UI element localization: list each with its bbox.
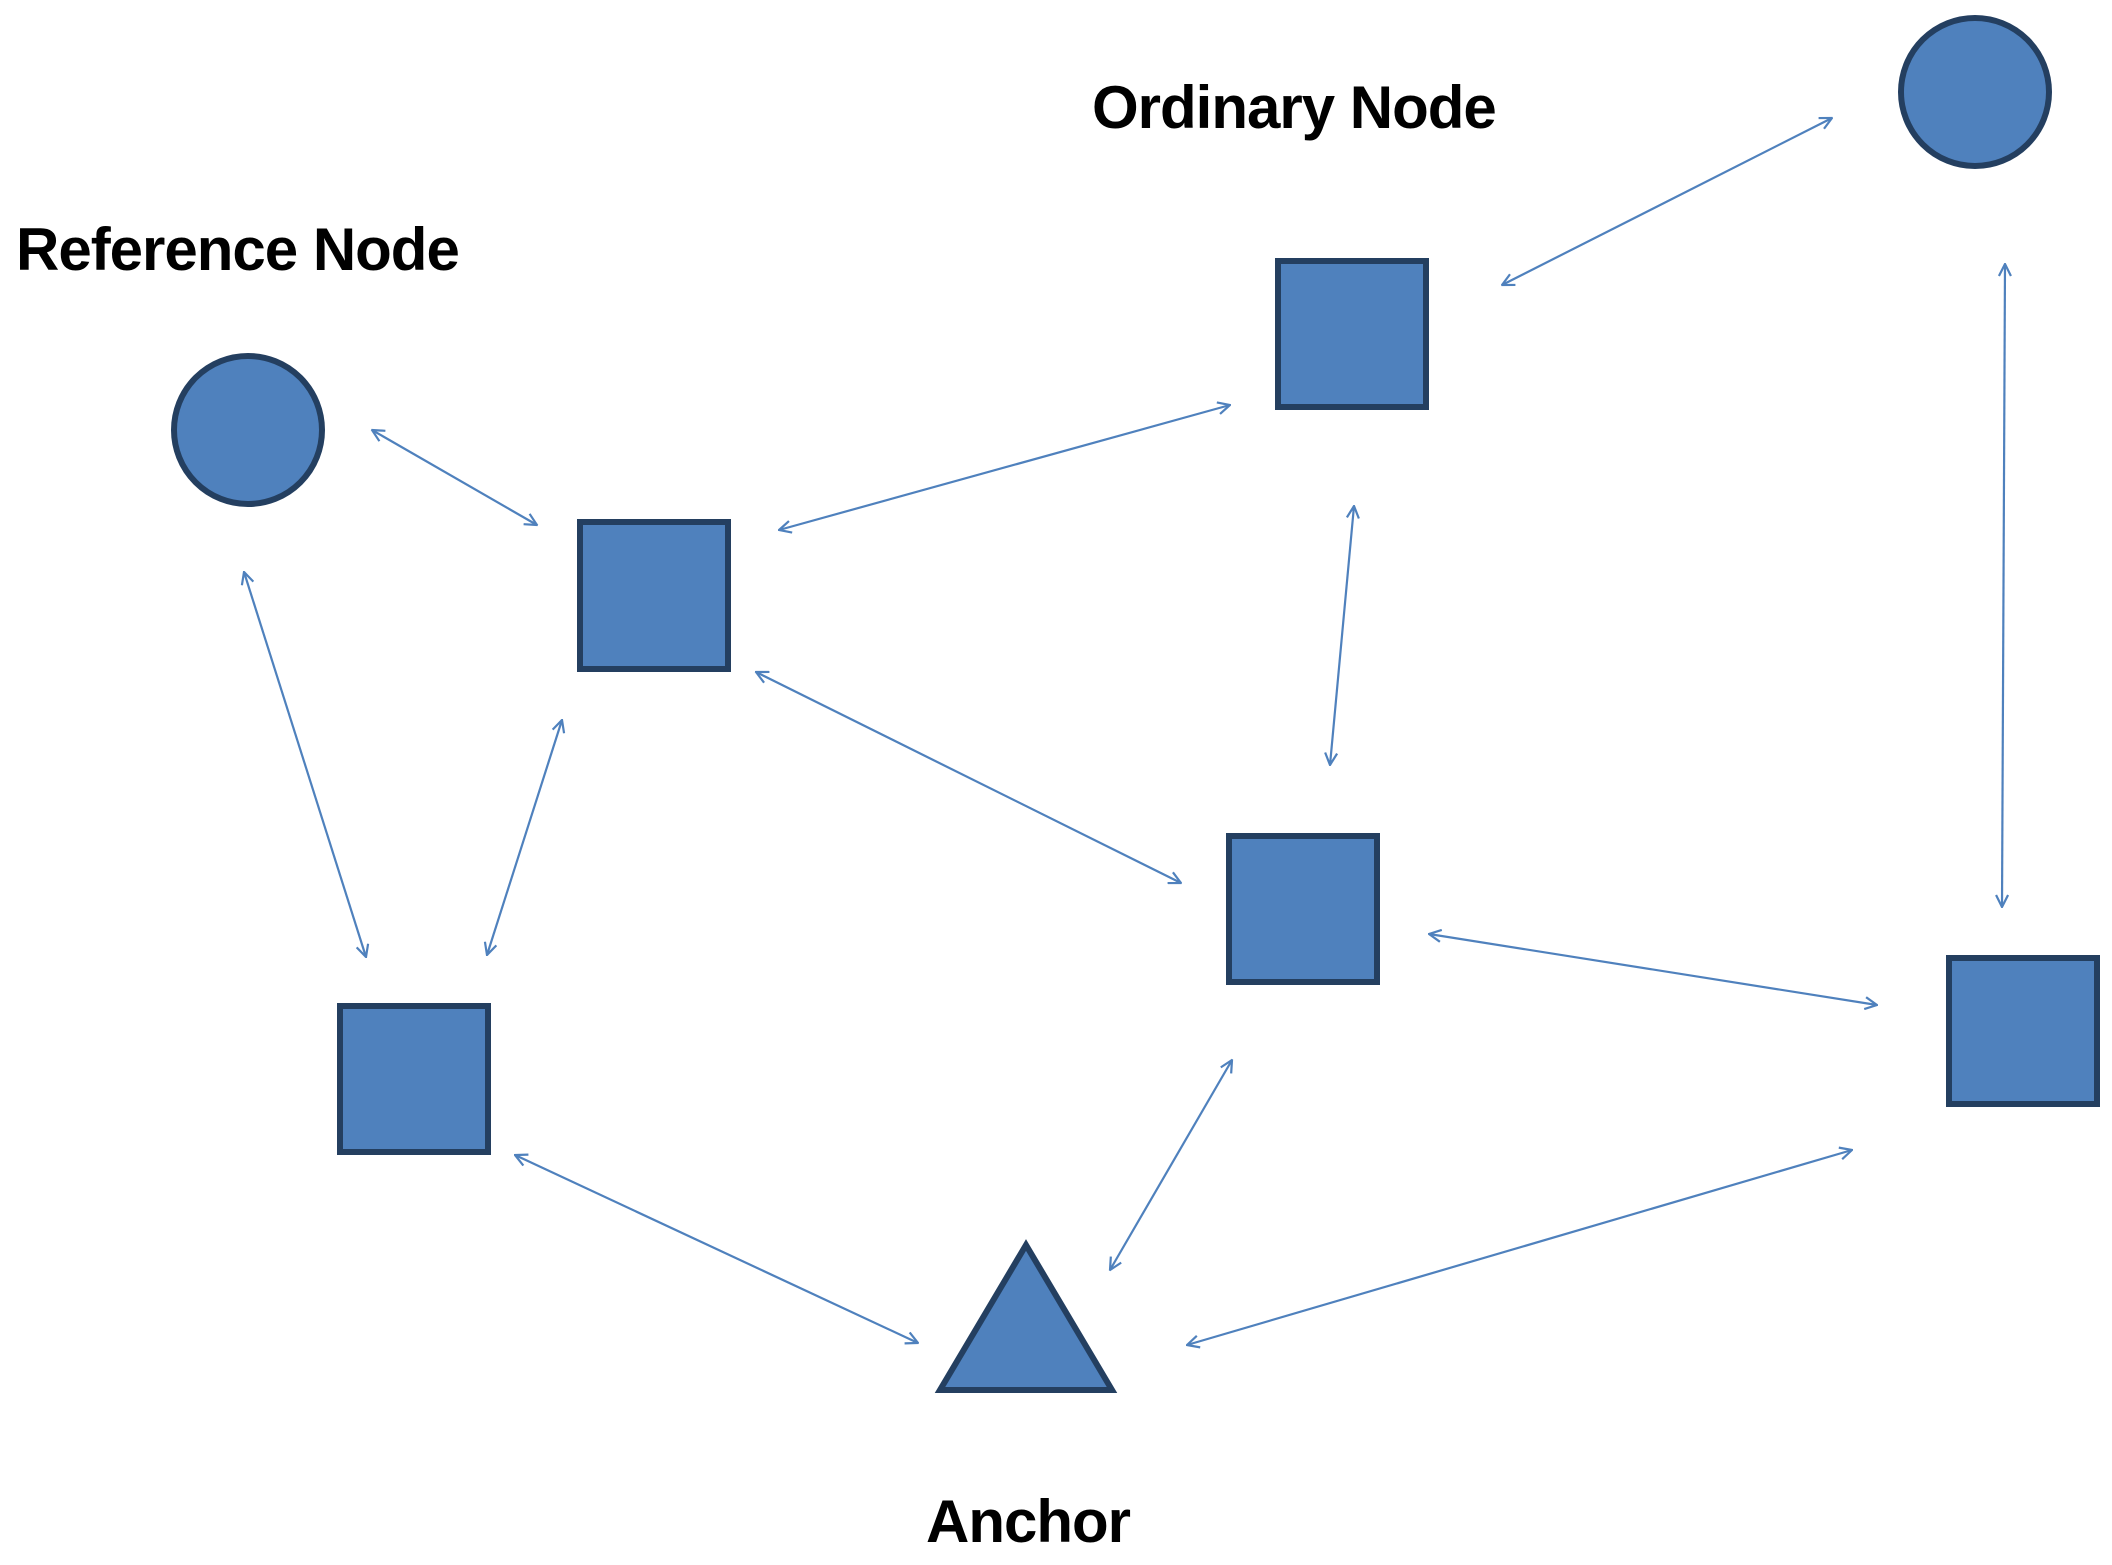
edge-ord-upper-left-to-ord-center: [756, 672, 1181, 883]
edge-ord-top-to-ord-center: [1330, 506, 1354, 765]
edge-ref-left-to-ord-lower-left: [244, 572, 366, 957]
ordinary-node-top: [1275, 258, 1429, 410]
edge-ord-right-to-anchor: [1187, 1150, 1852, 1345]
reference-node-top-right: [1898, 15, 2052, 169]
reference-node-left: [171, 353, 325, 507]
edge-ord-center-to-ord-right: [1429, 934, 1877, 1005]
edges-group: [244, 118, 2005, 1345]
ordinary-node-upper-left: [577, 519, 731, 672]
edge-ord-center-to-anchor: [1110, 1060, 1232, 1270]
edge-ord-top-to-ref-top-right: [1502, 118, 1832, 285]
edge-ref-top-right-to-ord-right: [2002, 264, 2005, 907]
ordinary-node-label: Ordinary Node: [1092, 74, 1497, 141]
edge-ord-upper-left-to-ord-top: [779, 405, 1230, 530]
nodes-group: [171, 15, 2100, 1393]
edge-ord-upper-left-to-ord-lower-left: [487, 720, 562, 955]
reference-node-label: Reference Node: [16, 216, 460, 283]
ordinary-node-center: [1226, 833, 1380, 985]
ordinary-node-lower-left: [337, 1003, 491, 1155]
edge-ord-lower-left-to-anchor: [515, 1155, 918, 1343]
edge-ref-left-to-ord-upper-left: [372, 430, 537, 525]
anchor-label: Anchor: [926, 1488, 1131, 1555]
anchor-node: [934, 1239, 1118, 1393]
ordinary-node-right: [1946, 955, 2100, 1107]
